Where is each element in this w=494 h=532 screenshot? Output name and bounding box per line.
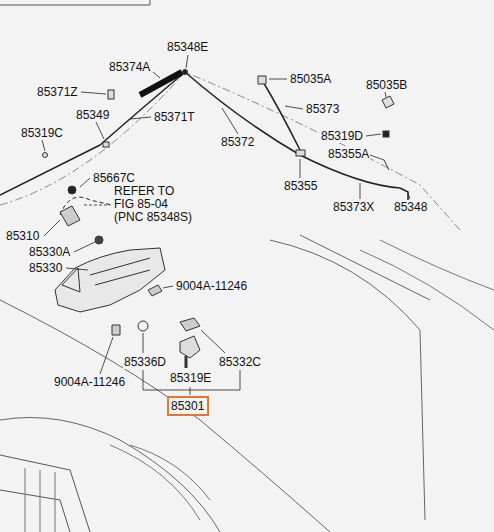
callout-number: 85667C [92,171,136,185]
callout-number: 85349 [75,108,110,122]
callout-number: 85336D [123,355,167,369]
callout-number: 9004A-11246 [53,375,126,389]
callout-number: 85035B [365,78,408,92]
callout-number: 85374A [108,60,151,74]
callout-number: 85355A [327,147,370,161]
callout-number: 85372 [220,135,255,149]
callout-number: 85355 [283,179,318,193]
callout-number: 85035A [289,72,332,86]
callout-number: 85319C [20,126,64,140]
callout-number: 85330A [28,245,71,259]
callout-number: 85319E [169,371,212,385]
callout-number: 85373X [332,200,375,214]
callout-number: 85332C [218,355,262,369]
callout-number: 85319D [320,129,364,143]
part-number: 85301 [171,399,205,413]
callout-number: 85348 [393,200,428,214]
callout-number: 85330 [28,261,63,275]
callout-number: 85348E [166,40,209,54]
callout-number: 85371T [153,110,196,124]
part-number-box: 85301 [167,396,209,416]
callout-number: 9004A-11246 [175,279,248,293]
callout-number: REFER TO FIG 85-04 (PNC 85348S) [113,185,198,224]
callout-number: 85371Z [36,85,79,99]
callout-number: 85310 [5,229,40,243]
callout-number: 85373 [305,102,340,116]
